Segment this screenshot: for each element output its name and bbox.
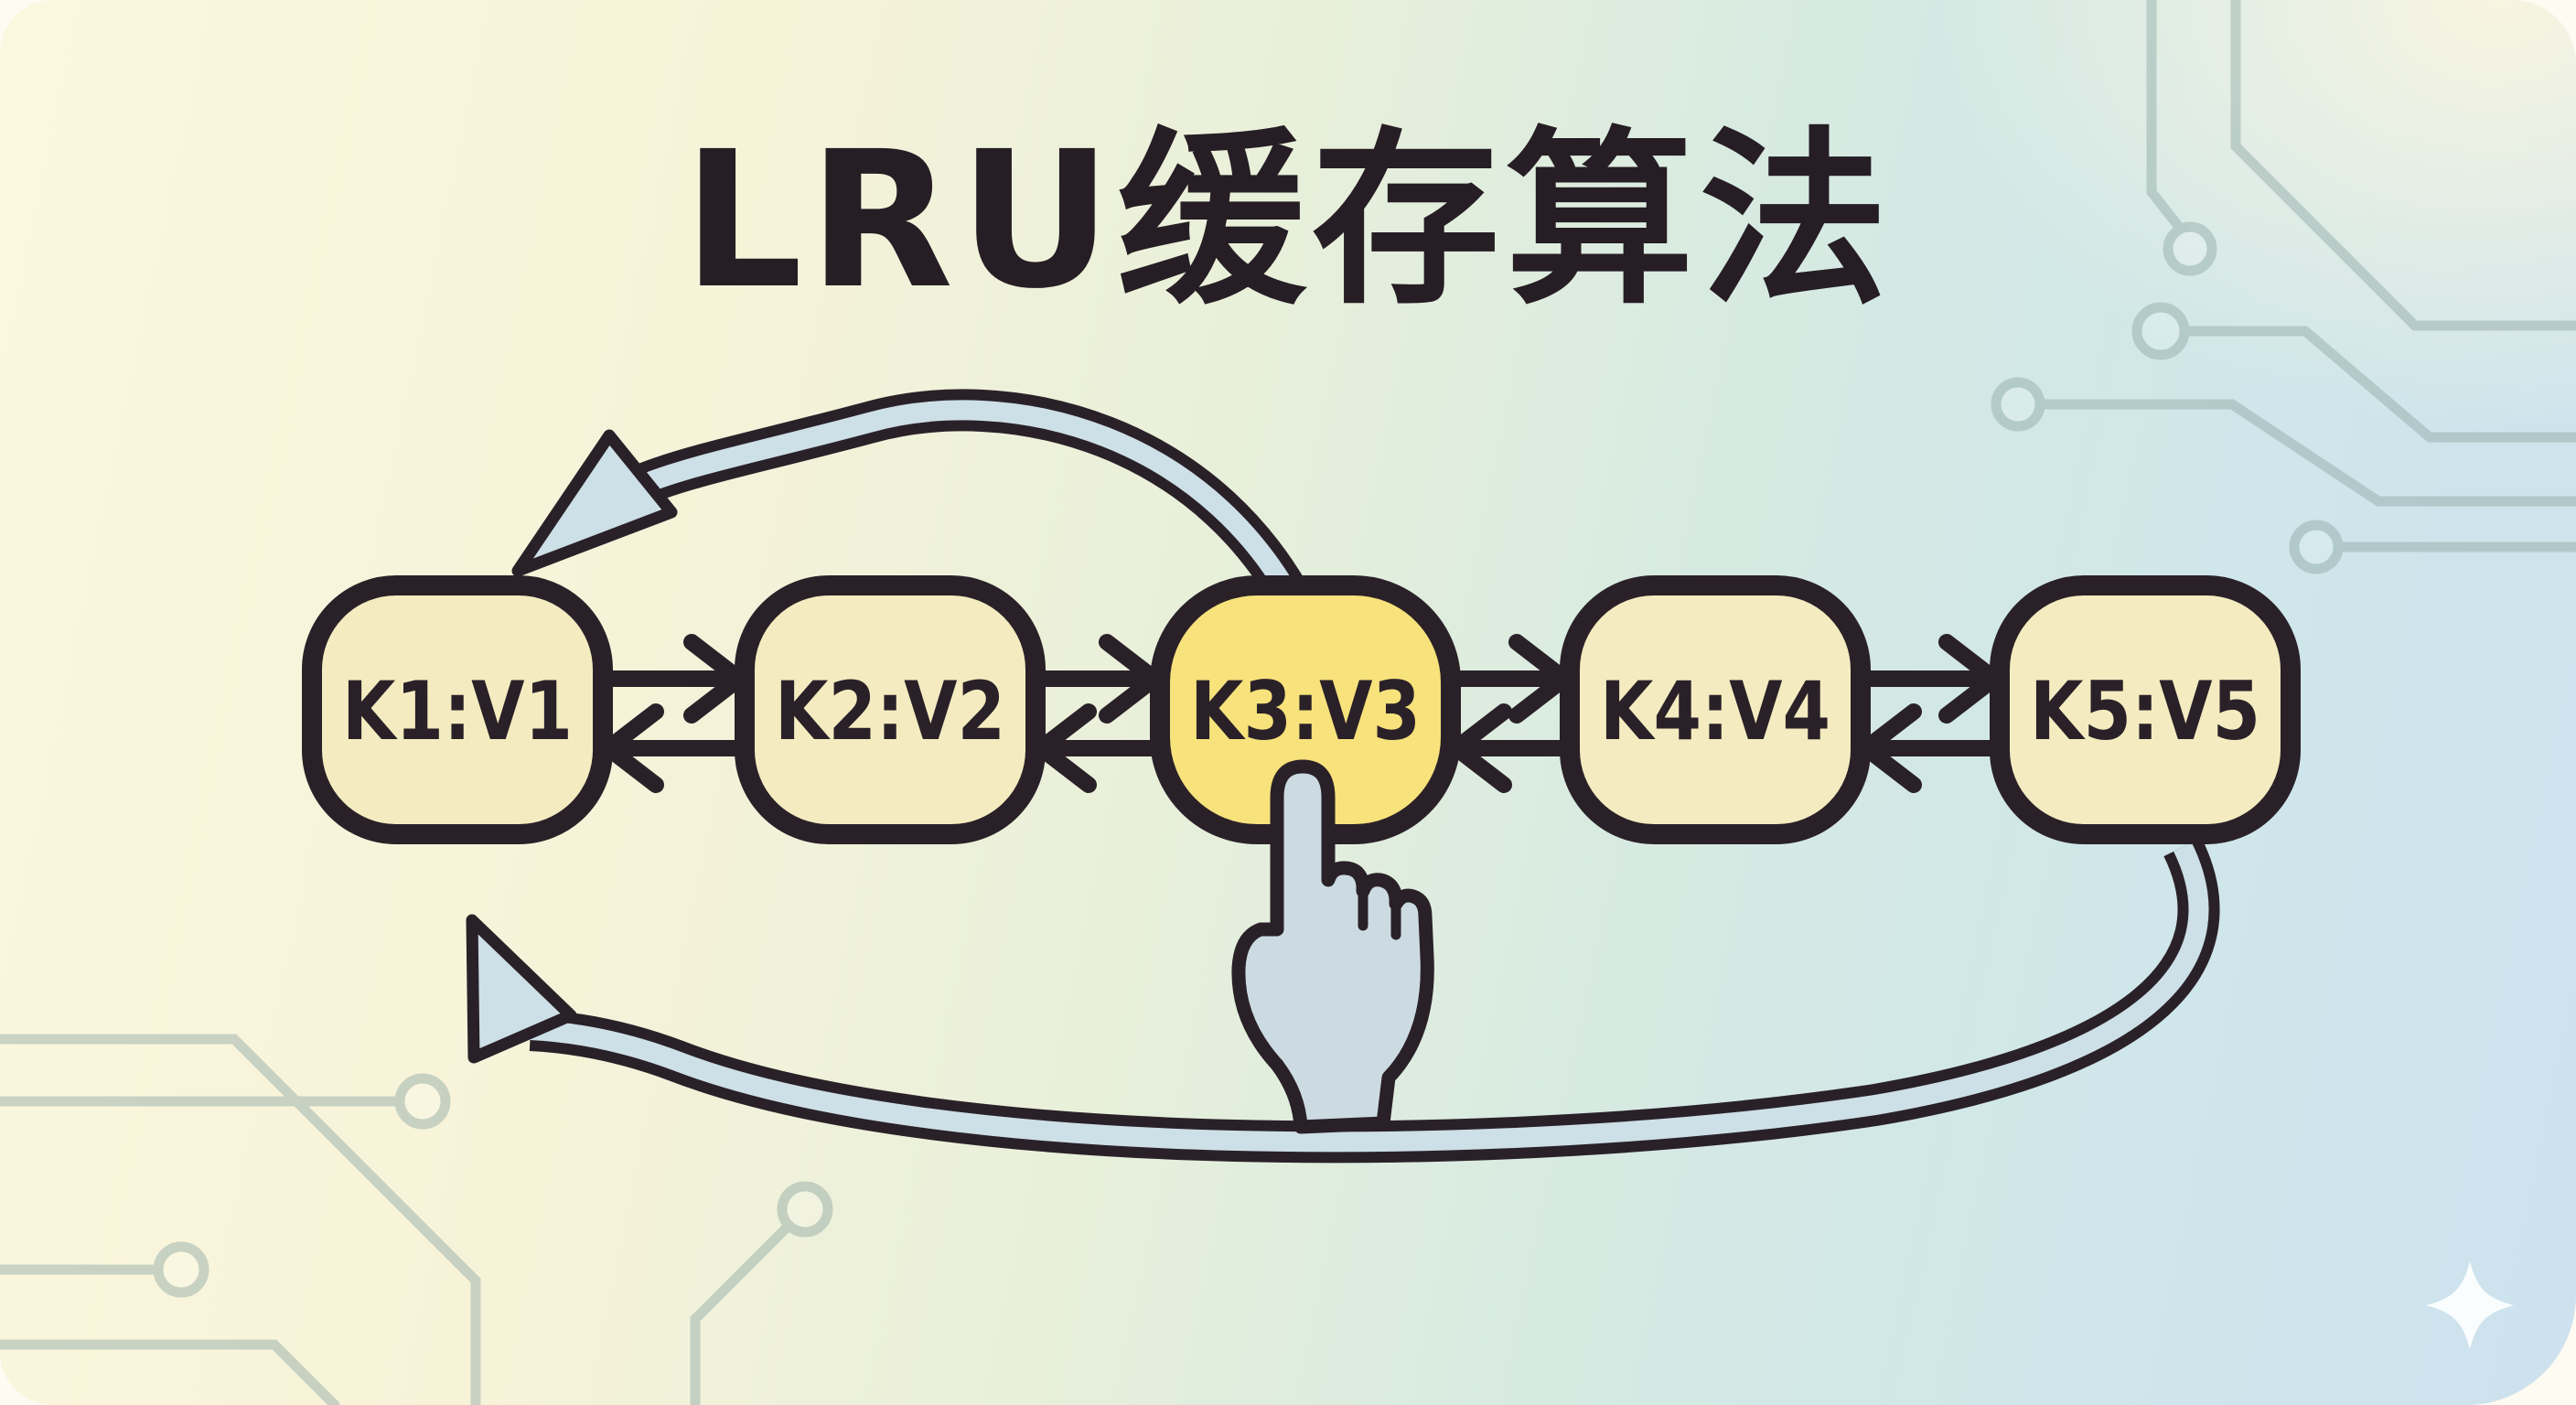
circuit-via [2163,221,2217,276]
node-k5 [1990,575,2301,844]
next-arrowhead [1099,634,1163,724]
pointer-hand-cursor-icon [1231,759,1434,1134]
node-k4-label: K4:V4 [1600,664,1830,758]
page-title: LRU缓存算法 [682,111,1894,330]
circuit-trace [2146,0,2184,232]
circuit-via [777,1181,833,1238]
prev-arrowhead [1858,703,1922,793]
node-k1-label: K1:V1 [342,664,573,758]
circuit-trace [2230,0,2576,331]
prev-arrowhead [1033,703,1097,793]
node-k2 [735,575,1046,844]
linked-list-nodes: K1:V1 K2:V2 K3:V3 K4:V4 K5:V5 [302,575,2301,844]
node-k1 [302,575,613,844]
circuit-trace [0,1339,340,1405]
arrow-band-fill [638,400,1318,636]
prev-arrowhead [1448,703,1512,793]
circuit-trace [0,1034,481,1405]
next-arrowhead [683,634,747,724]
circuit-via [2131,302,2190,360]
arrow-band-fill [530,842,2209,1153]
finger-separators [1358,887,1401,940]
node-k4 [1560,575,1871,844]
next-arrowhead [1938,634,2002,724]
hand-outline [1231,759,1434,1134]
next-arrowhead [1508,634,1572,724]
circuit-via [153,1241,209,1298]
arrowhead [466,914,577,1064]
circuit-decoration-top-right [1991,0,2576,574]
node-k3-label: K3:V3 [1190,664,1421,758]
circuit-trace [690,1220,794,1405]
circuit-via [2289,520,2344,574]
circuit-trace [2179,326,2576,443]
node-k5-label: K5:V5 [2030,664,2260,758]
prev-arrowhead [600,703,664,793]
tail-to-front-arrow [466,837,2220,1164]
node-k2-label: K2:V2 [775,664,1005,758]
circuit-trace [2036,399,2576,507]
circuit-via [394,1073,451,1130]
circuit-decoration-bottom-left [0,1034,833,1405]
sparkle-icon [2426,1261,2514,1349]
adjacent-link-arrows [600,634,2002,793]
arrowhead [511,429,678,577]
circuit-via [1991,377,2045,432]
move-to-front-arrow [511,389,1327,640]
